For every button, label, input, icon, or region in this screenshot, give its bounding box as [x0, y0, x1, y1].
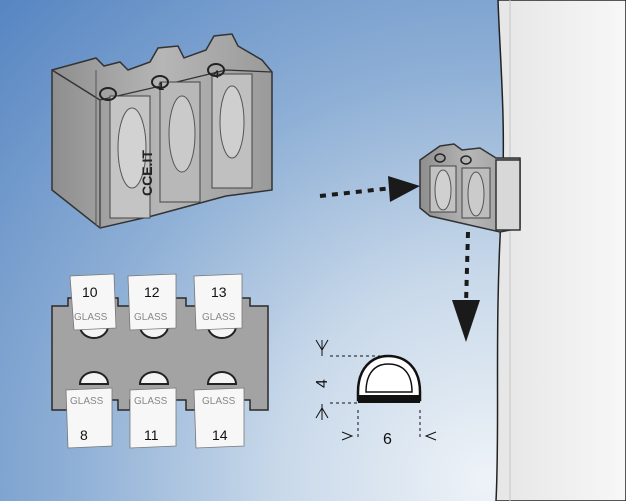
bottom-position-11: 11	[144, 427, 159, 443]
top-position-10: 10	[82, 284, 98, 300]
top-tab-2	[127, 273, 177, 331]
block-number-1: 1	[158, 81, 164, 93]
top-position-12: 12	[144, 284, 160, 300]
brand-mark: CCE.IT	[139, 150, 155, 196]
bottom-tab-1	[65, 387, 113, 449]
seal-profile	[356, 354, 422, 403]
clamp-mounted	[419, 143, 521, 233]
top-glass-label-1: GLASS	[74, 312, 108, 323]
dimension-lines	[315, 339, 437, 441]
arrow-down	[452, 231, 480, 342]
top-glass-label-3: GLASS	[202, 312, 236, 323]
bottom-tab-3	[193, 387, 245, 449]
top-glass-label-2: GLASS	[134, 312, 168, 323]
arrow-right	[319, 176, 420, 202]
top-tab-1	[69, 273, 117, 331]
glass-panel	[495, 0, 626, 501]
seal-height-label: 4	[314, 379, 331, 388]
top-tab-3	[193, 273, 243, 331]
block-number-4: 4	[213, 69, 220, 81]
seal-width-label: 6	[383, 431, 392, 448]
bottom-glass-label-1: GLASS	[70, 396, 104, 407]
bottom-glass-label-3: GLASS	[202, 396, 236, 407]
bottom-glass-label-2: GLASS	[134, 396, 168, 407]
bottom-tab-2	[129, 387, 177, 449]
bottom-position-8: 8	[80, 427, 88, 443]
bottom-position-14: 14	[212, 427, 228, 443]
top-position-13: 13	[211, 284, 227, 300]
clamp-block-3d	[51, 33, 273, 229]
